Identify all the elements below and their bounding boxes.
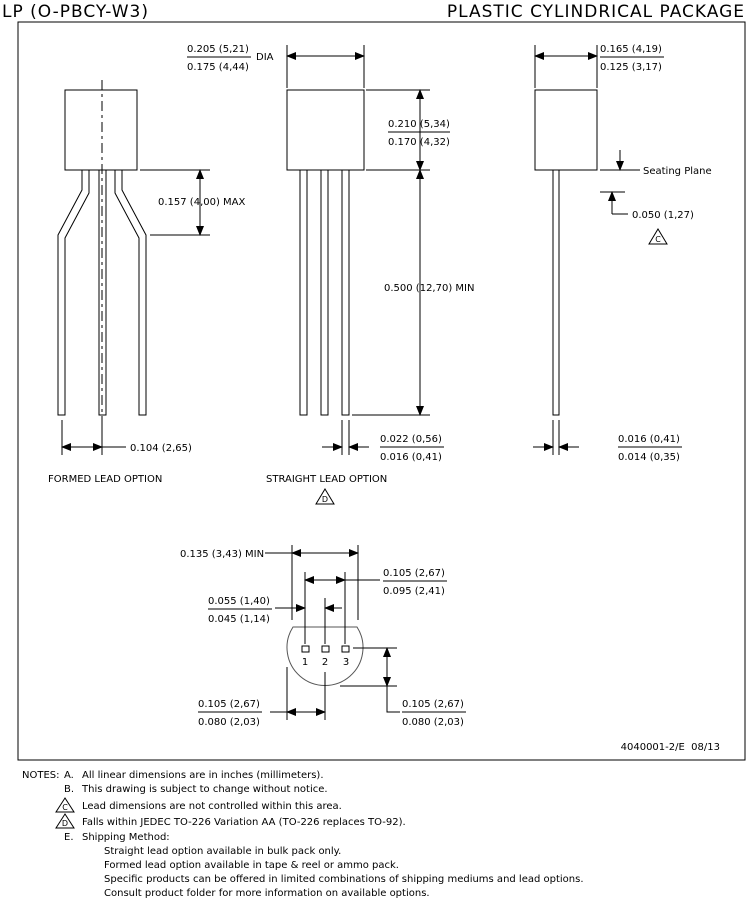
height-max: 0.210 (5,34) xyxy=(388,119,450,130)
note-e-mark: E. xyxy=(64,832,74,843)
shipping-line: Formed lead option available in tape & r… xyxy=(104,860,399,871)
notes: NOTES: A. All linear dimensions are in i… xyxy=(22,770,584,899)
straight-label: STRAIGHT LEAD OPTION xyxy=(266,474,387,485)
lead-thick-max: 0.016 (0,41) xyxy=(618,434,680,445)
side-width-max: 0.165 (4,19) xyxy=(600,44,662,55)
note-b: This drawing is subject to change withou… xyxy=(81,784,328,795)
drawing-id: 4040001-2/E 08/13 xyxy=(621,742,720,753)
dia-label: DIA xyxy=(256,52,274,63)
shipping-line: Specific products can be offered in limi… xyxy=(104,874,584,885)
pin-1: 1 xyxy=(302,657,308,668)
straight-lead-view: 0.205 (5,21) 0.175 (4,44) DIA 0.210 (5,3… xyxy=(187,44,474,505)
pin-2: 2 xyxy=(322,657,328,668)
note-b-mark: B. xyxy=(64,784,74,795)
height-min: 0.170 (4,32) xyxy=(388,137,450,148)
formed-lead-view: 0.157 (4,00) MAX 0.104 (2,65) FORMED LEA… xyxy=(48,80,246,485)
note-d-mark: D xyxy=(62,819,68,828)
formed-lead-height: 0.157 (4,00) MAX xyxy=(158,197,246,208)
center-dim-min: 0.080 (2,03) xyxy=(198,717,260,728)
bottom-view: 1 2 3 0.135 (3,43) MIN 0.105 (2,67) 0.09… xyxy=(180,545,466,728)
notes-label: NOTES: xyxy=(22,770,60,781)
note-a-mark: A. xyxy=(64,770,74,781)
note-e: Shipping Method: xyxy=(82,832,170,843)
center-dim-max: 0.105 (2,67) xyxy=(198,699,260,710)
package-title: PLASTIC CYLINDRICAL PACKAGE xyxy=(447,2,745,22)
formed-pitch: 0.104 (2,65) xyxy=(130,443,192,454)
seating-dim: 0.050 (1,27) xyxy=(632,210,694,221)
span-dim: 0.135 (3,43) MIN xyxy=(180,549,264,560)
lead-width-min: 0.016 (0,41) xyxy=(380,452,442,463)
side-width-min: 0.125 (3,17) xyxy=(600,62,662,73)
pin-3: 3 xyxy=(343,657,349,668)
package-code: LP (O-PBCY-W3) xyxy=(2,2,149,22)
shipping-line: Straight lead option available in bulk p… xyxy=(104,846,341,857)
note-d-icon: D xyxy=(322,495,328,504)
lead-thick-min: 0.014 (0,35) xyxy=(618,452,680,463)
note-c-icon: C xyxy=(655,235,661,244)
note-c-mark: C xyxy=(62,803,68,812)
note-a: All linear dimensions are in inches (mil… xyxy=(82,770,324,781)
half-pitch-min: 0.045 (1,14) xyxy=(208,614,270,625)
side-view: 0.165 (4,19) 0.125 (3,17) Seating Plane … xyxy=(533,44,712,463)
pitch-max: 0.105 (2,67) xyxy=(383,568,445,579)
note-d: Falls within JEDEC TO-226 Variation AA (… xyxy=(82,817,406,828)
formed-label: FORMED LEAD OPTION xyxy=(48,474,162,485)
radius-dim-max: 0.105 (2,67) xyxy=(402,699,464,710)
dia-max: 0.205 (5,21) xyxy=(187,44,249,55)
shipping-line: Consult product folder for more informat… xyxy=(104,888,430,899)
lead-length: 0.500 (12,70) MIN xyxy=(384,283,474,294)
drawing-frame xyxy=(17,21,746,761)
lead-width-max: 0.022 (0,56) xyxy=(380,434,442,445)
seating-plane: Seating Plane xyxy=(643,166,712,177)
dia-min: 0.175 (4,44) xyxy=(187,62,249,73)
pitch-min: 0.095 (2,41) xyxy=(383,586,445,597)
radius-dim-min: 0.080 (2,03) xyxy=(402,717,464,728)
note-c: Lead dimensions are not controlled withi… xyxy=(82,801,342,812)
half-pitch-max: 0.055 (1,40) xyxy=(208,596,270,607)
